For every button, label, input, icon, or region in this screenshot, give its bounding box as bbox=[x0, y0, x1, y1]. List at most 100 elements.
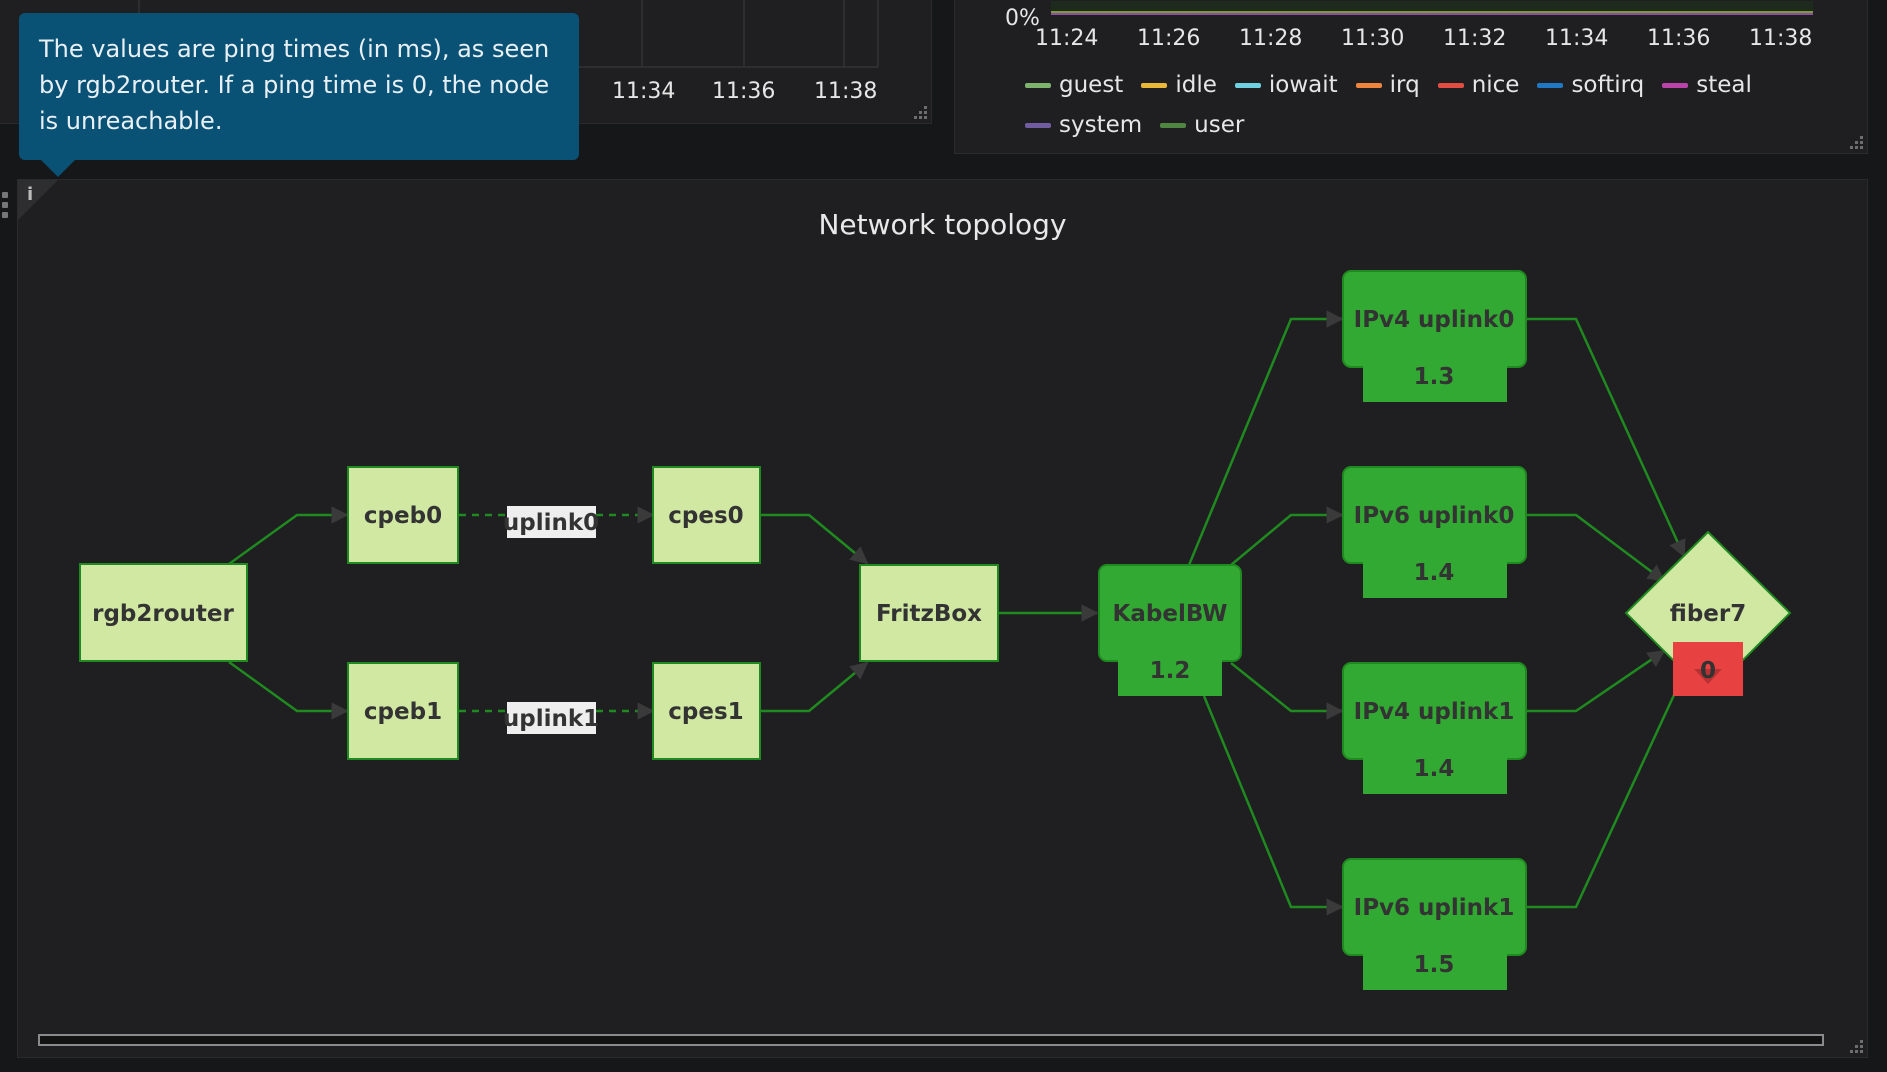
cpu-legend: guest idle iowait irq nice softirq steal system… bbox=[1025, 69, 1785, 141]
node-cpeb1[interactable]: cpeb1 bbox=[347, 662, 459, 760]
network-topology-panel: i Network topology bbox=[17, 179, 1868, 1058]
legend-swatch bbox=[1437, 82, 1464, 88]
edge-label-uplink1: uplink1 bbox=[503, 702, 599, 734]
node-label: cpes0 bbox=[668, 503, 743, 529]
info-corner[interactable] bbox=[18, 180, 58, 220]
edge-ipv6-uplink1-fiber7 bbox=[1527, 694, 1676, 909]
node-value: 1.2 bbox=[1150, 658, 1191, 684]
legend-item-irq[interactable]: irq bbox=[1355, 69, 1420, 101]
legend-swatch bbox=[1141, 82, 1168, 88]
resize-handle-icon[interactable] bbox=[1849, 135, 1863, 149]
edge-label-text: uplink0 bbox=[503, 510, 599, 536]
top-left-x-tick: 11:34 bbox=[612, 79, 676, 104]
node-ipv4-uplink0[interactable]: IPv4 uplink0 1.3 bbox=[1342, 270, 1527, 402]
topology-diagram: rgb2router cpeb0 cpeb1 uplink0 uplink1 c… bbox=[79, 270, 1792, 990]
edge-kabelbw-ipv6-uplink0 bbox=[1230, 506, 1344, 566]
node-fiber7[interactable]: fiber7 0 bbox=[1624, 530, 1792, 697]
info-icon[interactable]: i bbox=[27, 184, 34, 205]
legend-item-nice[interactable]: nice bbox=[1437, 69, 1520, 101]
node-value: 0 bbox=[1700, 658, 1716, 684]
legend-item-iowait[interactable]: iowait bbox=[1234, 69, 1338, 101]
node-label: IPv4 uplink0 bbox=[1354, 307, 1515, 333]
top-left-x-tick: 11:36 bbox=[712, 79, 776, 104]
node-label: cpeb0 bbox=[364, 503, 442, 529]
legend-label: iowait bbox=[1268, 72, 1338, 98]
cpu-graph-panel: 0% 11:24 11:26 11:28 11:30 11:32 11:34 11:36 11… bbox=[954, 0, 1868, 154]
legend-label: system bbox=[1059, 112, 1143, 138]
node-label: cpeb1 bbox=[364, 699, 442, 725]
node-label: KabelBW bbox=[1113, 601, 1228, 627]
legend-label: irq bbox=[1389, 72, 1420, 98]
node-cpeb0[interactable]: cpeb0 bbox=[347, 466, 459, 564]
node-label: IPv6 uplink0 bbox=[1354, 503, 1515, 529]
legend-swatch bbox=[1160, 122, 1187, 128]
cpu-x-tick: 11:34 bbox=[1545, 26, 1609, 51]
legend-label: steal bbox=[1696, 72, 1752, 98]
panel-title: Network topology bbox=[818, 208, 1067, 241]
cpu-x-tick: 11:38 bbox=[1749, 26, 1813, 51]
node-cpes0[interactable]: cpes0 bbox=[652, 466, 761, 564]
cpu-graph-plot bbox=[1051, 1, 1813, 15]
node-fritzbox[interactable]: FritzBox bbox=[859, 564, 999, 662]
edge-kabelbw-ipv4-uplink1 bbox=[1230, 662, 1344, 720]
legend-swatch bbox=[1234, 82, 1261, 88]
cpu-y-tick: 0% bbox=[1005, 6, 1040, 31]
cpu-x-tick: 11:26 bbox=[1137, 26, 1201, 51]
node-rgb2router[interactable]: rgb2router bbox=[79, 563, 248, 662]
legend-label: idle bbox=[1175, 72, 1217, 98]
cpu-x-tick: 11:28 bbox=[1239, 26, 1303, 51]
legend-item-guest[interactable]: guest bbox=[1025, 69, 1123, 101]
edge-ipv6-uplink0-fiber7 bbox=[1527, 513, 1666, 583]
edge-cpes0-fritzbox bbox=[761, 513, 869, 565]
node-value: 1.4 bbox=[1414, 560, 1455, 586]
node-label: rgb2router bbox=[92, 601, 234, 627]
cpu-x-tick: 11:32 bbox=[1443, 26, 1507, 51]
legend-label: guest bbox=[1059, 72, 1124, 98]
top-left-x-tick: 11:38 bbox=[814, 79, 878, 104]
node-ipv6-uplink0[interactable]: IPv6 uplink0 1.4 bbox=[1342, 466, 1527, 598]
legend-item-system[interactable]: system bbox=[1025, 109, 1142, 141]
node-cpes1[interactable]: cpes1 bbox=[652, 662, 761, 760]
edge-label-uplink0: uplink0 bbox=[503, 506, 599, 538]
node-label: cpes1 bbox=[668, 699, 743, 725]
legend-label: user bbox=[1194, 112, 1245, 138]
node-value: 1.4 bbox=[1414, 756, 1455, 782]
node-value: 1.3 bbox=[1414, 364, 1455, 390]
node-ipv4-uplink1[interactable]: IPv4 uplink1 1.4 bbox=[1342, 662, 1527, 794]
legend-swatch bbox=[1537, 82, 1564, 88]
edge-ipv4-uplink0-fiber7 bbox=[1527, 317, 1686, 558]
cpu-x-tick: 11:30 bbox=[1341, 26, 1405, 51]
legend-item-softirq[interactable]: softirq bbox=[1537, 69, 1644, 101]
legend-swatch bbox=[1662, 82, 1689, 88]
node-label: IPv4 uplink1 bbox=[1354, 699, 1515, 725]
legend-item-idle[interactable]: idle bbox=[1141, 69, 1217, 101]
node-ipv6-uplink1[interactable]: IPv6 uplink1 1.5 bbox=[1342, 858, 1527, 990]
cpu-x-tick: 11:24 bbox=[1035, 26, 1099, 51]
node-kabelbw[interactable]: KabelBW 1.2 bbox=[1098, 564, 1242, 696]
legend-swatch bbox=[1025, 82, 1051, 88]
info-tooltip: The values are ping times (in ms), as se… bbox=[19, 13, 579, 160]
horizontal-scrollbar[interactable] bbox=[38, 1034, 1824, 1046]
legend-swatch bbox=[1025, 122, 1051, 128]
resize-handle-icon[interactable] bbox=[1849, 1039, 1863, 1053]
legend-item-user[interactable]: user bbox=[1160, 109, 1244, 141]
edge-kabelbw-ipv4-uplink0 bbox=[1187, 310, 1344, 566]
edge-cpes1-fritzbox bbox=[761, 661, 869, 713]
node-label: fiber7 bbox=[1670, 601, 1746, 627]
node-value: 1.5 bbox=[1414, 952, 1455, 978]
resize-handle-icon[interactable] bbox=[913, 105, 927, 119]
legend-label: softirq bbox=[1571, 72, 1645, 98]
legend-swatch bbox=[1355, 82, 1382, 88]
edge-rgb2router-cpeb0 bbox=[228, 506, 349, 566]
node-label: FritzBox bbox=[876, 601, 982, 627]
legend-label: nice bbox=[1471, 72, 1520, 98]
edge-ipv4-uplink1-fiber7 bbox=[1527, 649, 1666, 713]
tooltip-arrow bbox=[40, 159, 76, 177]
node-label: IPv6 uplink1 bbox=[1354, 895, 1515, 921]
edge-label-text: uplink1 bbox=[503, 706, 599, 732]
drag-handle-icon[interactable] bbox=[2, 192, 10, 222]
edge-rgb2router-cpeb1 bbox=[228, 660, 349, 720]
edge-kabelbw-ipv6-uplink1 bbox=[1202, 695, 1344, 916]
cpu-x-tick: 11:36 bbox=[1647, 26, 1711, 51]
legend-item-steal[interactable]: steal bbox=[1662, 69, 1752, 101]
